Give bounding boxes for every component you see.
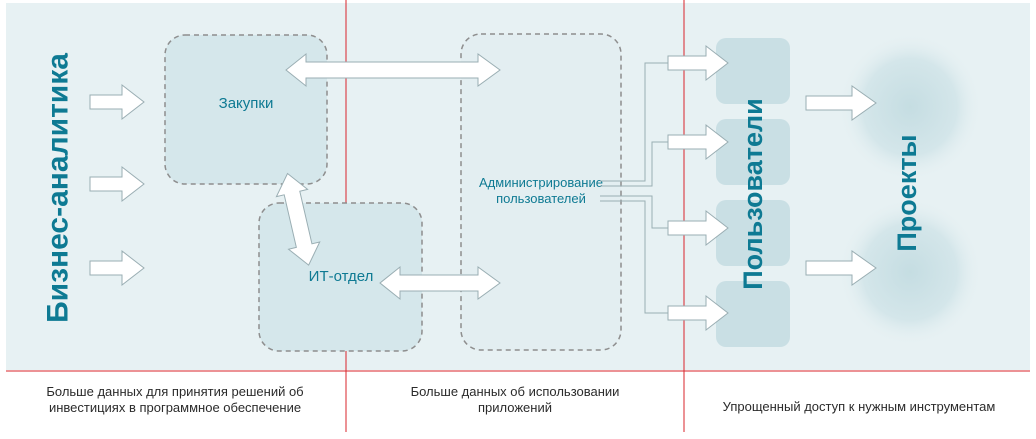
user-arrow-1 (667, 44, 729, 82)
users-label: Пользователи (738, 98, 768, 289)
projects-label: Проекты (892, 134, 922, 251)
left-label: Бизнес-аналитика (42, 53, 75, 323)
input-arrow-1 (89, 83, 145, 121)
footer-col-3: Упрощенный доступ к нужным инструментам (722, 399, 996, 414)
user-admin-label-line1: Администрирование (479, 175, 603, 190)
it-dept-label: ИТ-отдел (309, 268, 374, 285)
purchasing-label: Закупки (219, 95, 274, 112)
user-box-4 (716, 281, 790, 347)
user-arrow-4 (667, 294, 729, 332)
footer-col-2: Больше данных об использовании приложени… (348, 384, 682, 416)
project-arrow-1 (805, 85, 877, 121)
purchasing-it-arrow (275, 172, 321, 266)
user-arrow-2 (667, 123, 729, 161)
project-cloud-2 (838, 198, 982, 346)
input-arrow-2 (89, 165, 145, 203)
user-box-1 (716, 38, 790, 104)
user-box-3 (716, 200, 790, 266)
input-arrow-3 (89, 249, 145, 287)
it-admin-arrow (379, 265, 501, 301)
user-admin-label-line2: пользователей (496, 191, 586, 206)
footer-col-1-line-2: инвестициях в программное обеспечение (48, 400, 302, 415)
user-box-2 (716, 119, 790, 185)
footer-col-2-line-1: Больше данных об использовании (410, 384, 620, 399)
footer-col-1-line-1: Больше данных для принятия решений об (46, 384, 304, 399)
footer-col-1: Больше данных для принятия решений об ин… (8, 384, 342, 416)
purchasing-box (164, 34, 328, 185)
project-arrow-2 (805, 250, 877, 286)
project-cloud-1 (838, 33, 982, 181)
footer-col-2-line-2: приложений (478, 400, 552, 415)
user-admin-box (460, 33, 622, 351)
purchasing-admin-arrow (285, 52, 501, 88)
user-arrow-3 (667, 209, 729, 247)
